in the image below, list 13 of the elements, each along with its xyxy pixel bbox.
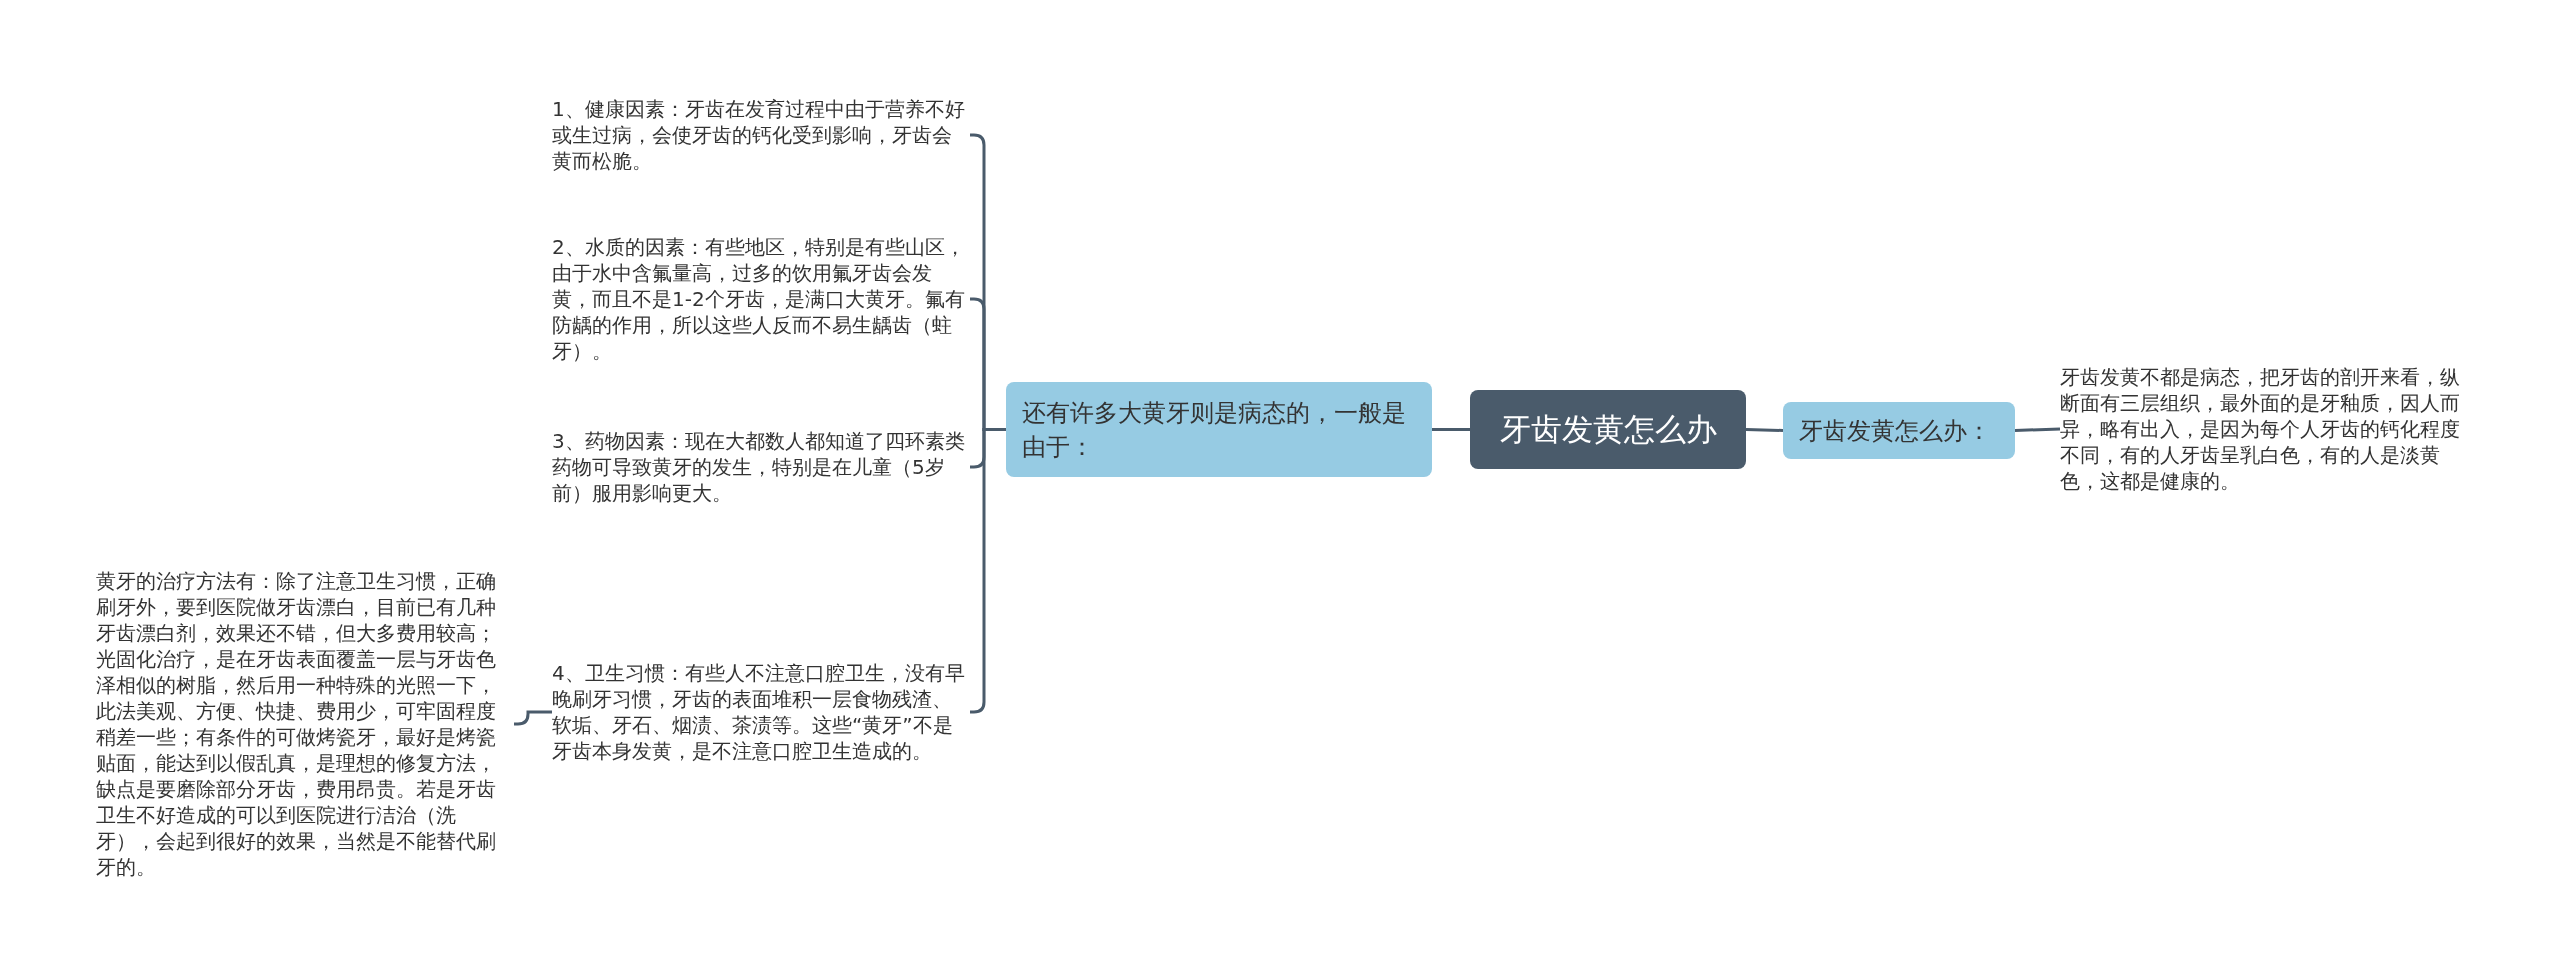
topic-text: 3、药物因素：现在大都数人都知道了四环素类药物可导致黄牙的发生，特别是在儿童（5岁前）服用影响更大。 <box>552 428 970 506</box>
central-topic-box: 牙齿发黄怎么办 <box>1470 390 1746 469</box>
connector-line <box>2014 427 2061 432</box>
topic-text: 2、水质的因素：有些地区，特别是有些山区，由于水中含氟量高，过多的饮用氟牙齿会发黄，而且不是1-2个牙齿，是满口大黄牙。氟有防龋的作用，所以这些人反而不易生龋齿（蛀牙）。 <box>552 234 970 364</box>
topic-box: 牙齿发黄怎么办： <box>1783 402 2015 459</box>
topic-text: 1、健康因素：牙齿在发育过程中由于营养不好或生过病，会使牙齿的钙化受到影响，牙齿会黄而松脆。 <box>552 96 970 174</box>
topic-text: 黄牙的治疗方法有：除了注意卫生习惯，正确刷牙外，要到医院做牙齿漂白，目前已有几种牙齿漂白剂，效果还不错，但大多费用较高；光固化治疗，是在牙齿表面覆盖一层与牙齿色泽相似的树脂，然后用一种特殊的光照一下，此法美观、方便、快捷、费用少，可牢固程度稍差一些；有条件的可做烤瓷牙，最好是烤瓷贴面，能达到以假乱真，是理想的修复方法，缺点是要磨除部分牙齿，费用昂贵。若是牙齿卫生不好造成的可以到医院进行洁治（洗牙），会起到很好的效果，当然是不能替代刷牙的。 <box>96 568 514 880</box>
topic-text: 牙齿发黄不都是病态，把牙齿的剖开来看，纵断面有三层组织，最外面的是牙釉质，因人而异，略有出入，是因为每个人牙齿的钙化程度不同，有的人牙齿呈乳白色，有的人是淡黄色，这都是健康的。 <box>2060 364 2478 494</box>
topic-text: 4、卫生习惯：有些人不注意口腔卫生，没有早晚刷牙习惯，牙齿的表面堆积一层食物残渣、软垢、牙石、烟渍、茶渍等。这些“黄牙”不是牙齿本身发黄，是不注意口腔卫生造成的。 <box>552 660 970 764</box>
connector-line <box>1745 428 1784 432</box>
connector-line <box>514 710 552 726</box>
topic-box: 还有许多大黄牙则是病态的，一般是由于： <box>1006 382 1432 477</box>
connector-line <box>1432 428 1470 431</box>
